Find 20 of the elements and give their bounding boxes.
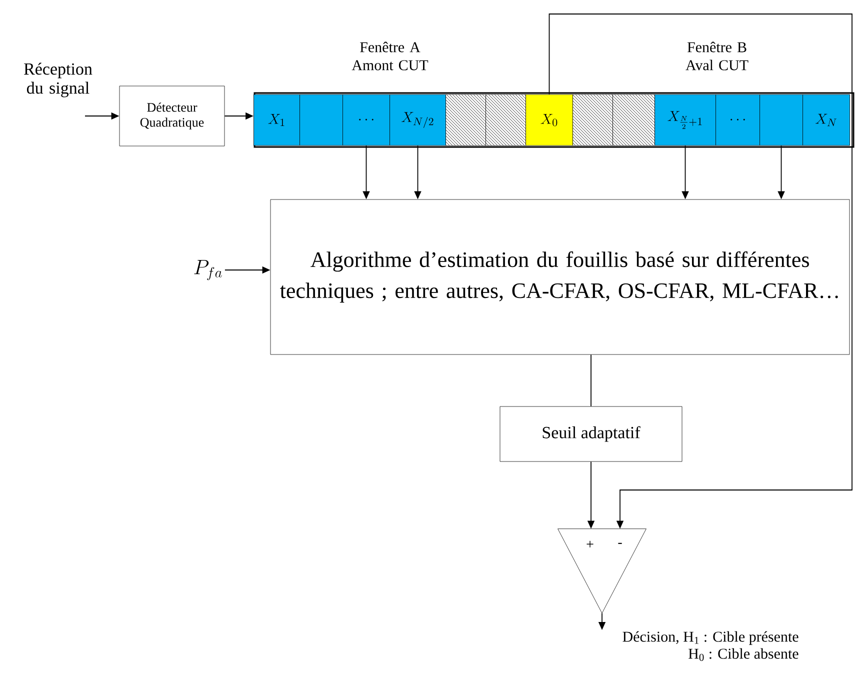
register-cell [760, 94, 803, 146]
decision-text: Décision, H$_{1}$ : Cible présente H$_{0}$ : Cible absente [622, 631, 798, 661]
register-cell [300, 94, 343, 146]
detector-box: Détecteur Quadratique [119, 86, 225, 146]
window-label: Fenêtre A Amont CUT [352, 42, 428, 70]
signal-label: Réception du signal [24, 62, 92, 98]
test-cell: $X_0$ [526, 94, 573, 146]
threshold-box: Seuil adaptatif [500, 406, 682, 462]
register-cell: $X_{N/2}$ [390, 94, 446, 146]
process-box: Algorithme d’estimation du fouillis basé sur différentes techniques ; entre autres, CA-CFAR, OS-CFAR, ML-CFAR… [270, 199, 850, 355]
register-cell: $\cdots$ [342, 94, 390, 146]
register-cell: $X_{\frac{N}{2}+1}$ [654, 94, 716, 146]
register-cell: $X_N$ [802, 94, 850, 146]
register-cell: $\cdots$ [716, 94, 760, 146]
comparator-triangle: + - [558, 528, 646, 614]
connector-line [590, 354, 592, 407]
register-cell: $X_1$ [254, 94, 300, 146]
probability-label: $P_{fa}$ [194, 260, 222, 280]
register-bar [254, 92, 854, 148]
window-label: Fenêtre B Aval CUT [686, 42, 748, 70]
